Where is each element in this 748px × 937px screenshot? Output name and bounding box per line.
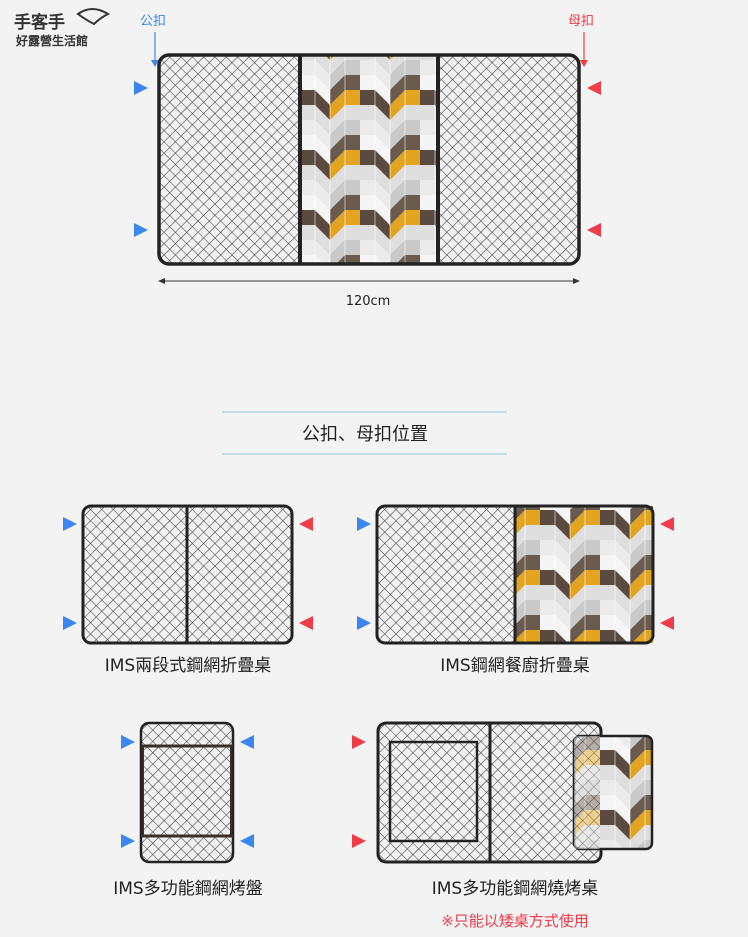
logo-text: 手客手 [14, 12, 65, 33]
usage-note: ※只能以矮桌方式使用 [441, 912, 589, 930]
right-arrow-icon [352, 834, 366, 848]
female-buckle-label: 母扣 [568, 14, 594, 29]
logo-car-icon [76, 8, 111, 26]
section-title: 公扣、母扣位置 [302, 424, 428, 445]
double-arrow-icon [158, 278, 580, 284]
width-label: 120cm [346, 294, 391, 309]
left-arrow-icon [660, 616, 674, 630]
right-arrow-icon [352, 735, 366, 749]
right-arrow-icon [63, 517, 77, 531]
left-arrow-icon [240, 834, 254, 848]
left-arrow-icon [587, 223, 601, 237]
product-name: IMS多功能鋼網烤盤 [113, 879, 262, 899]
down-arrow-icon [151, 32, 159, 67]
male-buckle-label: 公扣 [140, 14, 166, 29]
brand-logo: 手客手 好露營生活館 [14, 8, 111, 48]
left-arrow-icon [660, 517, 674, 531]
right-arrow-icon [63, 616, 77, 630]
right-arrow-icon [121, 735, 135, 749]
right-arrow-icon [357, 517, 371, 531]
right-arrow-icon [357, 616, 371, 630]
down-arrow-icon [580, 32, 588, 67]
product-name: IMS多功能鋼網燒烤桌 [432, 879, 598, 899]
left-arrow-icon [240, 735, 254, 749]
left-arrow-icon [587, 81, 601, 95]
right-arrow-icon [134, 223, 148, 237]
product-diagram-two-section-table [81, 504, 294, 645]
product-name: IMS鋼網餐廚折疊桌 [440, 655, 589, 676]
product-diagram-kitchen-table [375, 504, 655, 645]
right-arrow-icon [121, 834, 135, 848]
right-arrow-icon [134, 81, 148, 95]
product-name: IMS兩段式鋼網折疊桌 [105, 656, 271, 676]
product-diagram-grill-plate [139, 721, 235, 864]
left-arrow-icon [299, 517, 313, 531]
left-arrow-icon [299, 616, 313, 630]
product-diagram-bbq-table [376, 721, 654, 864]
logo-subtitle: 好露營生活館 [15, 33, 88, 48]
top-table [157, 53, 581, 266]
